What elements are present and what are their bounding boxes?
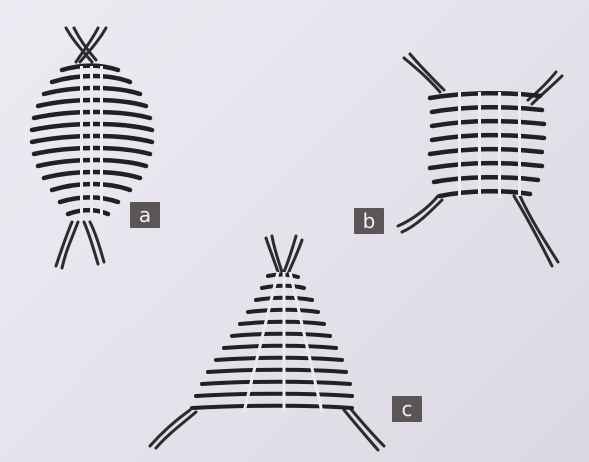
figure-c-top-warps bbox=[266, 236, 302, 274]
figure-c-label: c bbox=[392, 396, 422, 422]
figure-a-bottom-warps bbox=[56, 222, 104, 268]
figure-c-triangle-weave bbox=[150, 236, 384, 450]
figure-b-wefts bbox=[430, 93, 544, 196]
figure-a-lens-weave bbox=[32, 28, 152, 268]
figure-c-bottom-strands bbox=[150, 408, 384, 450]
figure-c-warp-gaps bbox=[244, 272, 322, 412]
figure-b-square-weave bbox=[398, 54, 562, 266]
figure-a-label: a bbox=[130, 202, 160, 228]
figure-b-label: b bbox=[354, 208, 384, 234]
figure-a-top-warps bbox=[66, 28, 106, 62]
